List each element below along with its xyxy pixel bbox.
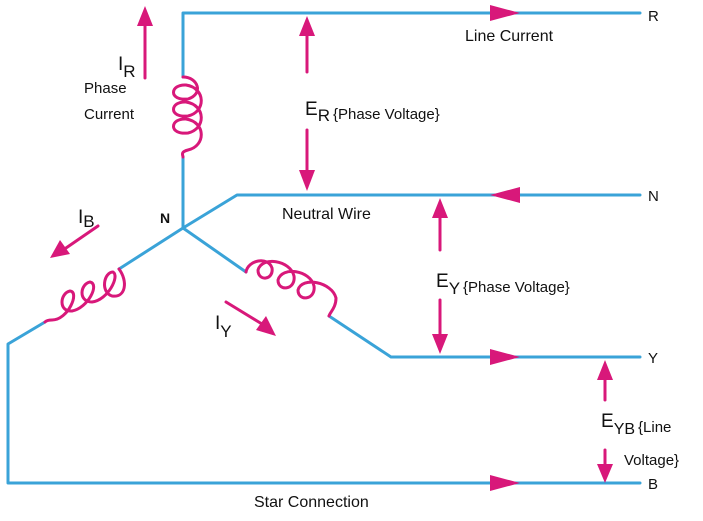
star-connection-label: Star Connection	[254, 494, 369, 511]
ey-main: E	[436, 271, 449, 292]
ib-sub: B	[83, 212, 94, 231]
iy-symbol: IY	[215, 313, 232, 341]
y-phase-wire-lower	[327, 314, 642, 359]
b-phase-coil	[43, 267, 126, 324]
eyb-voltage-arrow	[597, 360, 613, 483]
b-line-current-arrow	[490, 475, 520, 491]
line-current-arrow	[490, 5, 520, 21]
terminal-y-label: Y	[648, 350, 658, 367]
iy-main: I	[215, 313, 220, 334]
y-line-current-arrow	[490, 349, 520, 365]
r-phase-coil	[172, 75, 203, 159]
terminal-n-label: N	[648, 188, 659, 205]
er-symbol: ER{Phase Voltage}	[305, 99, 440, 125]
phase-current-label-line2: Current	[84, 106, 135, 123]
ey-voltage-arrow	[432, 198, 448, 354]
iy-current-arrow	[224, 300, 276, 336]
ib-symbol: IB	[78, 207, 95, 231]
ey-note: {Phase Voltage}	[463, 279, 570, 296]
ir-current-arrow	[137, 6, 153, 80]
terminal-r-label: R	[648, 8, 659, 25]
eyb-note-line1: {Line	[638, 419, 671, 436]
eyb-main: E	[601, 411, 614, 432]
ib-main: I	[78, 207, 83, 228]
ey-symbol: EY{Phase Voltage}	[436, 271, 570, 298]
ib-current-arrow	[50, 224, 100, 258]
er-voltage-arrow	[299, 16, 315, 191]
eyb-note-line2: Voltage}	[624, 452, 679, 469]
ir-symbol: IR	[118, 54, 136, 81]
ir-main: I	[118, 54, 123, 75]
b-phase-wire-lower	[6, 320, 642, 485]
er-sub: R	[318, 106, 330, 125]
ey-sub: Y	[449, 279, 460, 298]
neutral-wire-label: Neutral Wire	[282, 206, 371, 223]
b-phase-wire-upper	[117, 226, 185, 271]
neutral-wire	[181, 193, 642, 230]
eyb-symbol: EYB{Line	[601, 411, 671, 438]
er-main: E	[305, 99, 318, 120]
er-note: {Phase Voltage}	[333, 106, 440, 123]
phase-current-label-line1: Phase	[84, 80, 127, 97]
neutral-point-label: N	[160, 210, 170, 226]
eyb-sub: YB	[614, 421, 635, 438]
iy-sub: Y	[220, 322, 231, 341]
line-current-label: Line Current	[465, 28, 554, 45]
terminal-b-label: B	[648, 476, 658, 493]
y-phase-wire-upper	[181, 226, 248, 274]
y-phase-coil	[244, 259, 338, 318]
r-phase-wire	[181, 11, 642, 79]
neutral-current-arrow	[490, 187, 520, 203]
ir-sub: R	[123, 62, 135, 81]
